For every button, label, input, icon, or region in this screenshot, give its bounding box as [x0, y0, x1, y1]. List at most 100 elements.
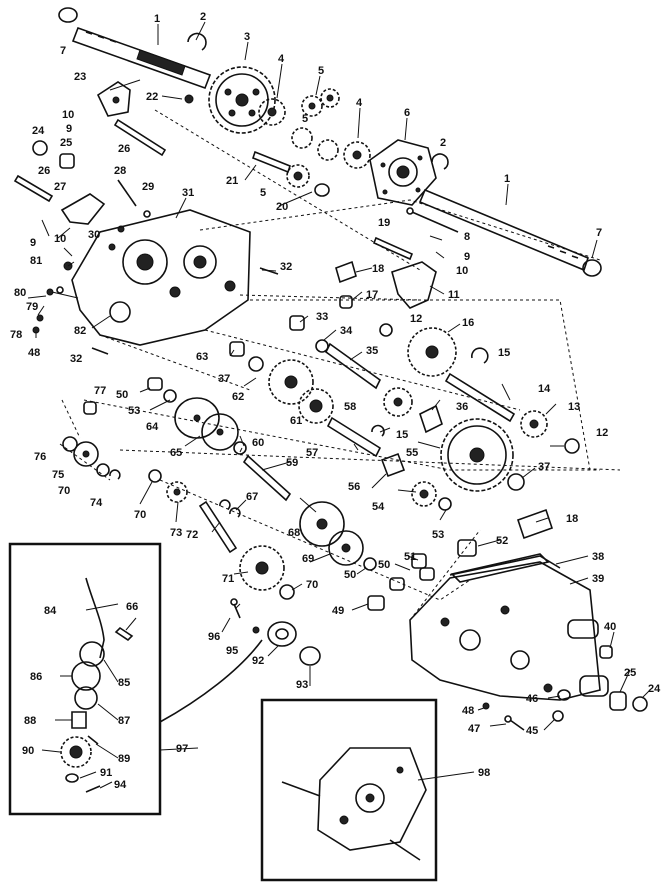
callout-90: 90 — [22, 745, 34, 757]
callout-79: 79 — [26, 301, 38, 313]
callout-12-top: 12 — [410, 313, 422, 325]
pin-66 — [114, 626, 134, 642]
callout-24-right: 24 — [648, 683, 661, 695]
callout-17: 17 — [366, 289, 378, 301]
callout-31: 31 — [182, 187, 194, 199]
bracket-27 — [60, 193, 106, 225]
gear-58 — [383, 387, 413, 417]
bushing-50-left — [147, 377, 163, 391]
callout-60: 60 — [252, 437, 264, 449]
left-housing-31 — [71, 209, 251, 346]
callout-5-c: 5 — [260, 187, 266, 199]
bushing-18-top — [335, 260, 357, 284]
bushing-56 — [380, 452, 406, 478]
ring-34 — [315, 339, 329, 353]
retaining-ring-7-right — [582, 259, 602, 277]
callout-1-right: 1 — [504, 173, 510, 185]
axle-shaft-left — [71, 26, 212, 90]
gear-75 — [73, 441, 99, 467]
callout-26-left: 26 — [38, 165, 50, 177]
callout-28: 28 — [114, 165, 126, 177]
snap-ring-2-right — [431, 153, 449, 170]
callout-10-left: 10 — [54, 233, 66, 245]
small-parts-78-82 — [32, 261, 73, 334]
callout-53-mid: 53 — [432, 529, 444, 541]
callout-32-top: 32 — [280, 261, 292, 273]
callout-81: 81 — [30, 255, 42, 267]
callout-97: 97 — [176, 743, 188, 755]
callout-56: 56 — [348, 481, 360, 493]
callout-52: 52 — [496, 535, 508, 547]
ring-70-lower — [279, 584, 295, 600]
callout-82: 82 — [74, 325, 86, 337]
ring-12-right — [564, 438, 580, 454]
shaft-59 — [242, 454, 292, 502]
gear-54 — [411, 481, 437, 507]
callout-92: 92 — [252, 655, 264, 667]
callout-24-left: 24 — [32, 125, 45, 137]
callout-8: 8 — [464, 231, 470, 243]
callout-16: 16 — [462, 317, 474, 329]
spline-shaft-14 — [444, 372, 516, 423]
ring-37-right — [507, 473, 525, 491]
callout-39: 39 — [592, 573, 604, 585]
ring-70-left — [96, 463, 110, 477]
ring-93 — [299, 646, 321, 666]
pin-8 — [406, 207, 459, 233]
pin-21 — [252, 150, 291, 174]
gear-71 — [239, 545, 285, 591]
callout-10-right: 10 — [456, 265, 468, 277]
callout-4-left: 4 — [278, 53, 285, 65]
callout-15-top: 15 — [498, 347, 510, 359]
callout-91: 91 — [100, 767, 112, 779]
bushing-51 — [411, 553, 427, 569]
ring-12-top — [379, 323, 393, 337]
callout-35: 35 — [366, 345, 378, 357]
callout-49: 49 — [332, 605, 344, 617]
large-gear-55 — [440, 418, 514, 492]
callout-5-a: 5 — [318, 65, 324, 77]
right-housing-39 — [409, 555, 609, 701]
washer-29 — [143, 210, 151, 218]
gear-16 — [407, 327, 457, 377]
callout-18-lower: 18 — [566, 513, 578, 525]
callout-51: 51 — [404, 551, 416, 563]
callout-26-upper: 26 — [118, 143, 130, 155]
inset-box-97 — [8, 542, 162, 816]
callout-2-right: 2 — [440, 137, 446, 149]
shift-lever-84 — [85, 577, 105, 659]
callout-61: 61 — [290, 415, 302, 427]
callout-68: 68 — [288, 527, 300, 539]
bushing-25-left — [59, 153, 75, 169]
bushing-17 — [339, 295, 353, 309]
callout-86: 86 — [30, 671, 42, 683]
bushing-63 — [229, 341, 245, 357]
snap-ring-2-top — [187, 32, 207, 51]
bushing-25-right — [609, 691, 627, 711]
callout-4-right: 4 — [356, 97, 363, 109]
callout-80: 80 — [14, 287, 26, 299]
shaft-57 — [326, 416, 382, 458]
callout-74: 74 — [90, 497, 103, 509]
ball-85 — [79, 641, 105, 667]
ring-53-right — [438, 497, 452, 511]
plug-40 — [599, 645, 613, 659]
small-gear-4-left — [258, 98, 286, 126]
ring-37-left — [248, 356, 264, 372]
ring-60 — [233, 441, 247, 455]
pinion-gear-cluster — [286, 88, 340, 188]
pin-94 — [85, 785, 101, 793]
gear-61 — [298, 388, 334, 424]
bushing-18-lower — [516, 508, 554, 540]
callout-9-left: 9 — [30, 237, 36, 249]
washer-95 — [252, 626, 260, 634]
callout-70-left: 70 — [58, 485, 70, 497]
callout-34: 34 — [340, 325, 353, 337]
callout-labels: 1 2 3 4 5 5 5 4 6 7 2 1 7 8 9 10 11 19 1… — [10, 11, 661, 791]
collar-92 — [267, 621, 297, 647]
shaft-35 — [324, 342, 382, 390]
callout-37-right: 37 — [538, 461, 550, 473]
callout-65: 65 — [170, 447, 182, 459]
shaft-72 — [198, 500, 238, 554]
